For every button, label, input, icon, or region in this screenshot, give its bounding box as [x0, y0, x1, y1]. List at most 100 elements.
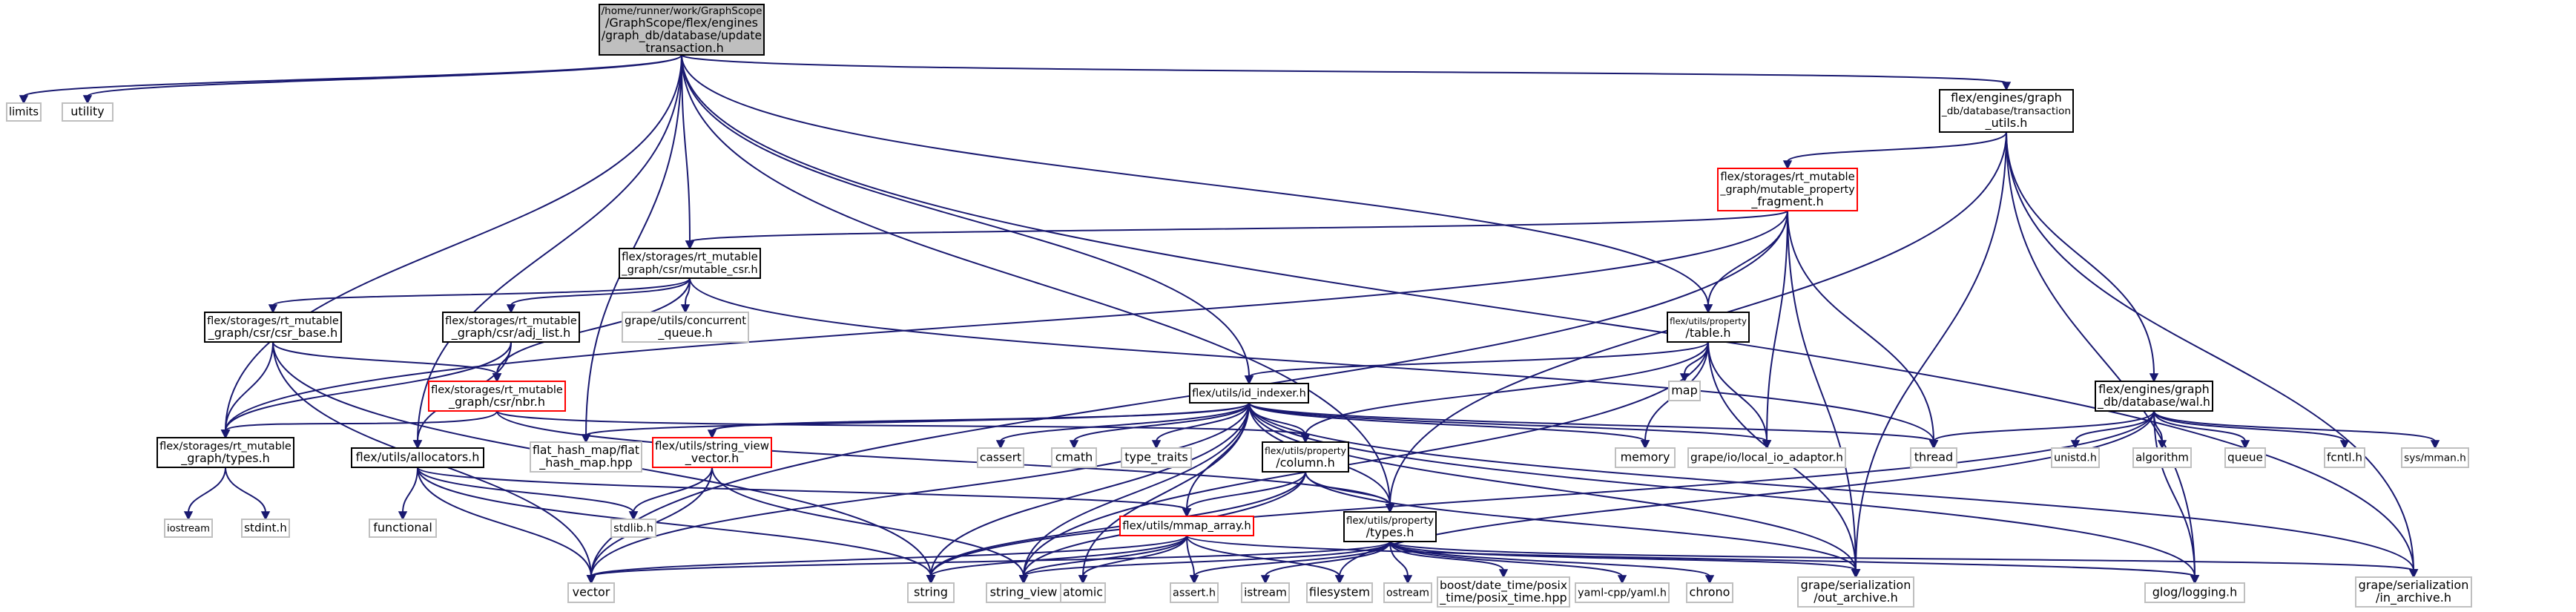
edge-id_indexer-to-cmath	[1069, 402, 1250, 450]
node-id_indexer[interactable]: flex/utils/id_indexer.h	[1189, 383, 1309, 404]
edge-csr_base-to-nbr	[272, 341, 502, 383]
node-prop_types[interactable]: flex/utils/property/types.h	[1343, 511, 1437, 542]
edge-line	[1707, 210, 1788, 306]
edge-id_indexer-to-local_io_adaptor	[1248, 402, 1772, 450]
node-box	[1575, 582, 1670, 603]
node-label-line: flex/storages/rt_mutable	[159, 441, 291, 453]
edge-line	[1787, 210, 1857, 571]
edge-arrowhead	[1640, 440, 1650, 450]
edge-wal-to-thread	[1928, 410, 2155, 450]
edge-line	[689, 210, 1788, 243]
node-box	[1717, 168, 1858, 211]
node-box	[2401, 447, 2469, 468]
edge-line	[1073, 402, 1250, 442]
edge-arrowhead	[2157, 440, 2167, 450]
node-mutable_csr[interactable]: flex/storages/rt_mutable_graph/csr/mutab…	[619, 248, 761, 279]
edge-line	[590, 402, 1250, 577]
edge-transaction_utils-to-mutable_property_fragment	[1782, 131, 2007, 170]
edge-prop_types-to-in_archive	[1389, 541, 2419, 579]
node-box	[1686, 582, 1733, 603]
edge-line	[681, 54, 1709, 306]
edge-rt_types-to-stdint	[225, 467, 271, 521]
node-string_view_vector[interactable]: flex/utils/string_view_vector.h	[652, 437, 772, 468]
node-box	[530, 441, 642, 473]
edge-line	[711, 467, 1024, 577]
edge-string_view_vector-to-stdlib	[628, 467, 713, 521]
edge-arrowhead	[1762, 440, 1772, 450]
node-type_traits: type_traits	[1121, 447, 1192, 468]
node-box	[1383, 582, 1432, 603]
node-iostream: iostream	[164, 519, 213, 538]
node-box	[351, 447, 484, 468]
edge-line	[1248, 341, 1709, 378]
edge-rt_types-to-iostream	[183, 467, 226, 521]
node-label-line: grape/io/local_io_adaptor.h	[1690, 451, 1843, 465]
edge-arrowhead	[398, 511, 408, 521]
node-posix_time: boost/date_time/posix_time/posix_time.hp…	[1437, 576, 1570, 608]
node-wal[interactable]: flex/engines/graph_db/database/wal.h	[2095, 381, 2213, 412]
node-limits: limits	[6, 102, 42, 122]
edge-line	[188, 467, 226, 513]
node-box	[977, 447, 1024, 468]
node-label-line: functional	[373, 521, 432, 535]
node-adj_list[interactable]: flex/storages/rt_mutable_graph/csr/adj_l…	[442, 312, 580, 343]
edge-line	[1156, 402, 1250, 442]
node-transaction_utils[interactable]: flex/engines/graph_db/database/transacti…	[1939, 89, 2074, 133]
edge-root-to-id_indexer	[681, 54, 1254, 385]
node-label-line: _db/database/wal.h	[2097, 395, 2210, 409]
edge-adj_list-to-nbr	[492, 341, 512, 383]
node-box	[2051, 447, 2100, 468]
node-box	[1343, 511, 1437, 542]
edge-mutable_csr-to-adj_list	[506, 277, 691, 314]
edge-line	[1248, 402, 1768, 442]
node-nbr[interactable]: flex/storages/rt_mutable_graph/csr/nbr.h	[428, 381, 566, 412]
edge-line	[689, 277, 1934, 442]
edge-line	[2006, 131, 2195, 577]
node-box	[1668, 381, 1701, 401]
edge-mmap_array-to-glog	[1186, 535, 2200, 585]
node-label-line: flex/storages/rt_mutable	[622, 250, 758, 264]
node-label-line: _fragment.h	[1750, 194, 1823, 209]
node-mmap_array[interactable]: flex/utils/mmap_array.h	[1119, 516, 1254, 536]
node-label-line: _graph/csr/nbr.h	[448, 395, 545, 409]
edge-arrowhead	[183, 511, 194, 521]
node-column[interactable]: flex/utils/property/column.h	[1262, 441, 1349, 473]
edge-allocators-to-functional	[398, 467, 418, 521]
edge-line	[681, 54, 1391, 506]
edge-id_indexer-to-type_traits	[1151, 402, 1250, 450]
node-label-line: utility	[70, 105, 105, 119]
node-mutable_property_fragment[interactable]: flex/storages/rt_mutable_graph/mutable_p…	[1717, 168, 1858, 211]
node-label-line: /out_archive.h	[1814, 590, 1898, 605]
edge-line	[1389, 541, 1504, 571]
node-table[interactable]: flex/utils/property/table.h	[1667, 312, 1750, 343]
node-box	[428, 381, 566, 412]
node-label-line: flex/engines/graph	[2098, 382, 2210, 396]
node-label-line: /types.h	[1366, 525, 1414, 539]
edge-line	[2153, 410, 2345, 442]
edge-arrowhead	[1018, 575, 1029, 585]
node-label-line: /home/runner/work/GraphScope	[602, 5, 762, 17]
node-rt_types[interactable]: flex/storages/rt_mutable_graph/types.h	[157, 437, 294, 468]
node-root[interactable]: /home/runner/work/GraphScope/GraphScope/…	[599, 4, 765, 56]
node-string: string	[907, 582, 955, 603]
node-box	[241, 519, 290, 538]
edge-line	[1248, 402, 1934, 442]
edge-line	[417, 467, 1187, 510]
node-string_view: string_view	[986, 582, 1061, 603]
edge-line	[1389, 541, 1409, 577]
node-allocators[interactable]: flex/utils/allocators.h	[351, 447, 484, 468]
node-box	[986, 582, 1061, 603]
node-label-line: flat_hash_map/flat	[533, 444, 639, 458]
node-label-line: _graph/types.h	[180, 451, 270, 466]
node-box	[1121, 447, 1192, 468]
edge-arrowhead	[2430, 440, 2440, 450]
node-box	[2355, 576, 2472, 608]
edge-arrowhead	[1782, 160, 1793, 170]
node-box	[1189, 383, 1309, 404]
node-box	[1797, 576, 1914, 608]
edge-line	[417, 467, 634, 513]
edge-line	[1305, 471, 1857, 571]
node-label-line: fcntl.h	[2327, 451, 2362, 464]
node-csr_base[interactable]: flex/storages/rt_mutable_graph/csr/csr_b…	[204, 312, 342, 343]
node-box	[1119, 516, 1254, 536]
